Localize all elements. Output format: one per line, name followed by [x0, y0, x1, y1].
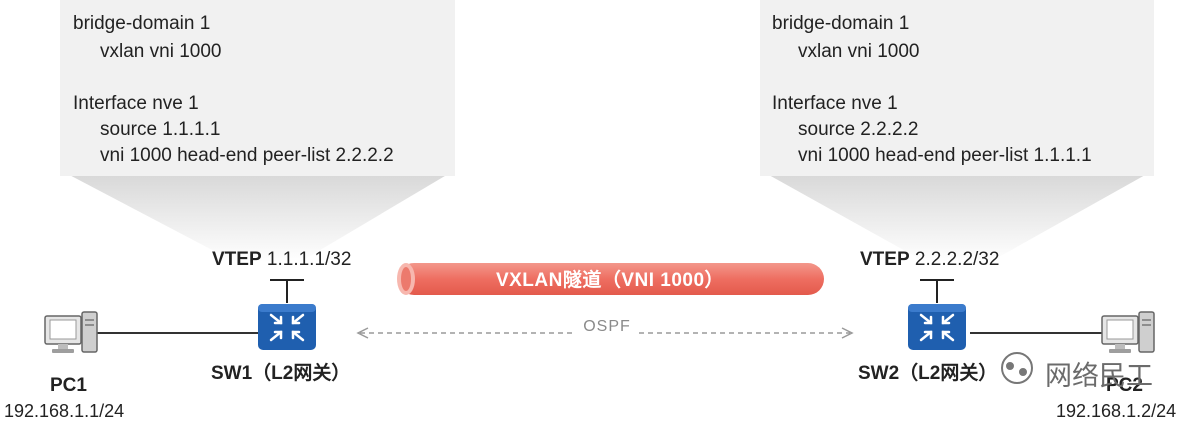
config-line: vxlan vni 1000 [100, 41, 222, 62]
sw2-vtep-label: VTEP 2.2.2.2/32 [860, 249, 999, 271]
config-line: source 2.2.2.2 [798, 119, 919, 140]
vtep-prefix: VTEP [860, 249, 910, 270]
left-config-cone [60, 170, 455, 262]
ospf-label: OSPF [575, 318, 639, 336]
sw2-label: SW2（L2网关） [858, 363, 998, 384]
vxlan-tunnel-label: VXLAN隧道（VNI 1000） [495, 270, 725, 291]
pc1-ip: 192.168.1.1/24 [4, 401, 125, 421]
sw2-vtep-stem [920, 279, 954, 303]
right-config-cone [760, 170, 1154, 262]
sw1-switch-icon[interactable] [258, 304, 316, 350]
sw1-config-box: bridge-domain 1 vxlan vni 1000 Interface… [60, 0, 455, 176]
config-line: bridge-domain 1 [73, 13, 211, 34]
sw1-vtep-stem [270, 279, 304, 303]
pc2-label: PC2 [1106, 375, 1143, 396]
vtep-prefix: VTEP [212, 249, 262, 270]
config-line: source 1.1.1.1 [100, 119, 221, 140]
vxlan-tunnel [397, 263, 824, 295]
sw1-vtep-label: VTEP 1.1.1.1/32 [212, 249, 351, 271]
pc2-ip: 192.168.1.2/24 [1056, 401, 1177, 421]
config-line: Interface nve 1 [73, 93, 199, 114]
config-line: vxlan vni 1000 [798, 41, 920, 62]
config-line: bridge-domain 1 [772, 13, 910, 34]
pc1-label: PC1 [50, 375, 87, 396]
config-line: vni 1000 head-end peer-list 2.2.2.2 [100, 145, 394, 166]
sw1-label: SW1（L2网关） [211, 363, 351, 384]
pc1-computer-icon[interactable] [44, 311, 98, 353]
vtep-address: 2.2.2.2/32 [914, 249, 1000, 270]
sw2-switch-icon[interactable] [908, 304, 966, 350]
watermark-text: 网络民工 [1045, 361, 1153, 391]
sw2-config-box: bridge-domain 1 vxlan vni 1000 Interface… [760, 0, 1154, 176]
watermark-logo-icon [1001, 352, 1033, 384]
pc2-computer-icon[interactable] [1101, 311, 1155, 353]
config-line: Interface nve 1 [772, 93, 898, 114]
config-line: vni 1000 head-end peer-list 1.1.1.1 [798, 145, 1092, 166]
vtep-address: 1.1.1.1/32 [266, 249, 352, 270]
